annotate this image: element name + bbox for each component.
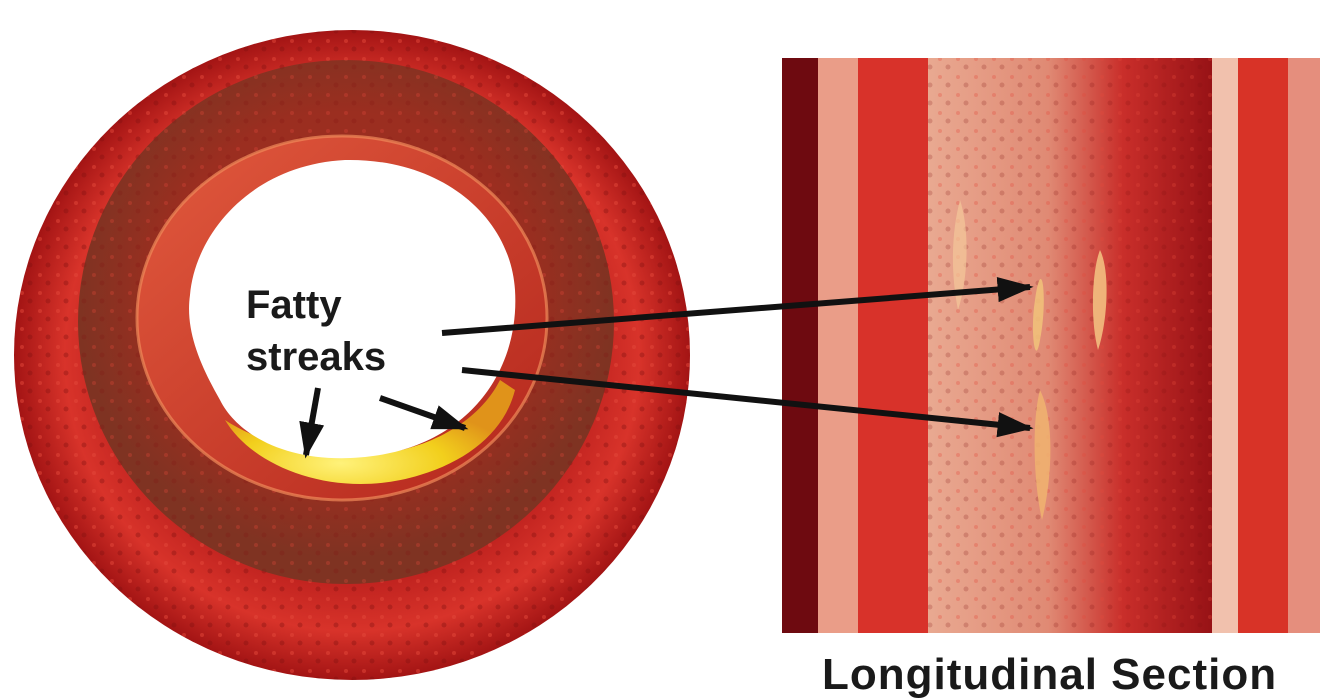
lumen [189,160,515,458]
label-streaks: streaks [246,337,386,377]
longitudinal-caption: Longitudinal Section [822,650,1277,700]
label-fatty: Fatty [246,285,342,325]
longitudinal-section [782,58,1320,633]
